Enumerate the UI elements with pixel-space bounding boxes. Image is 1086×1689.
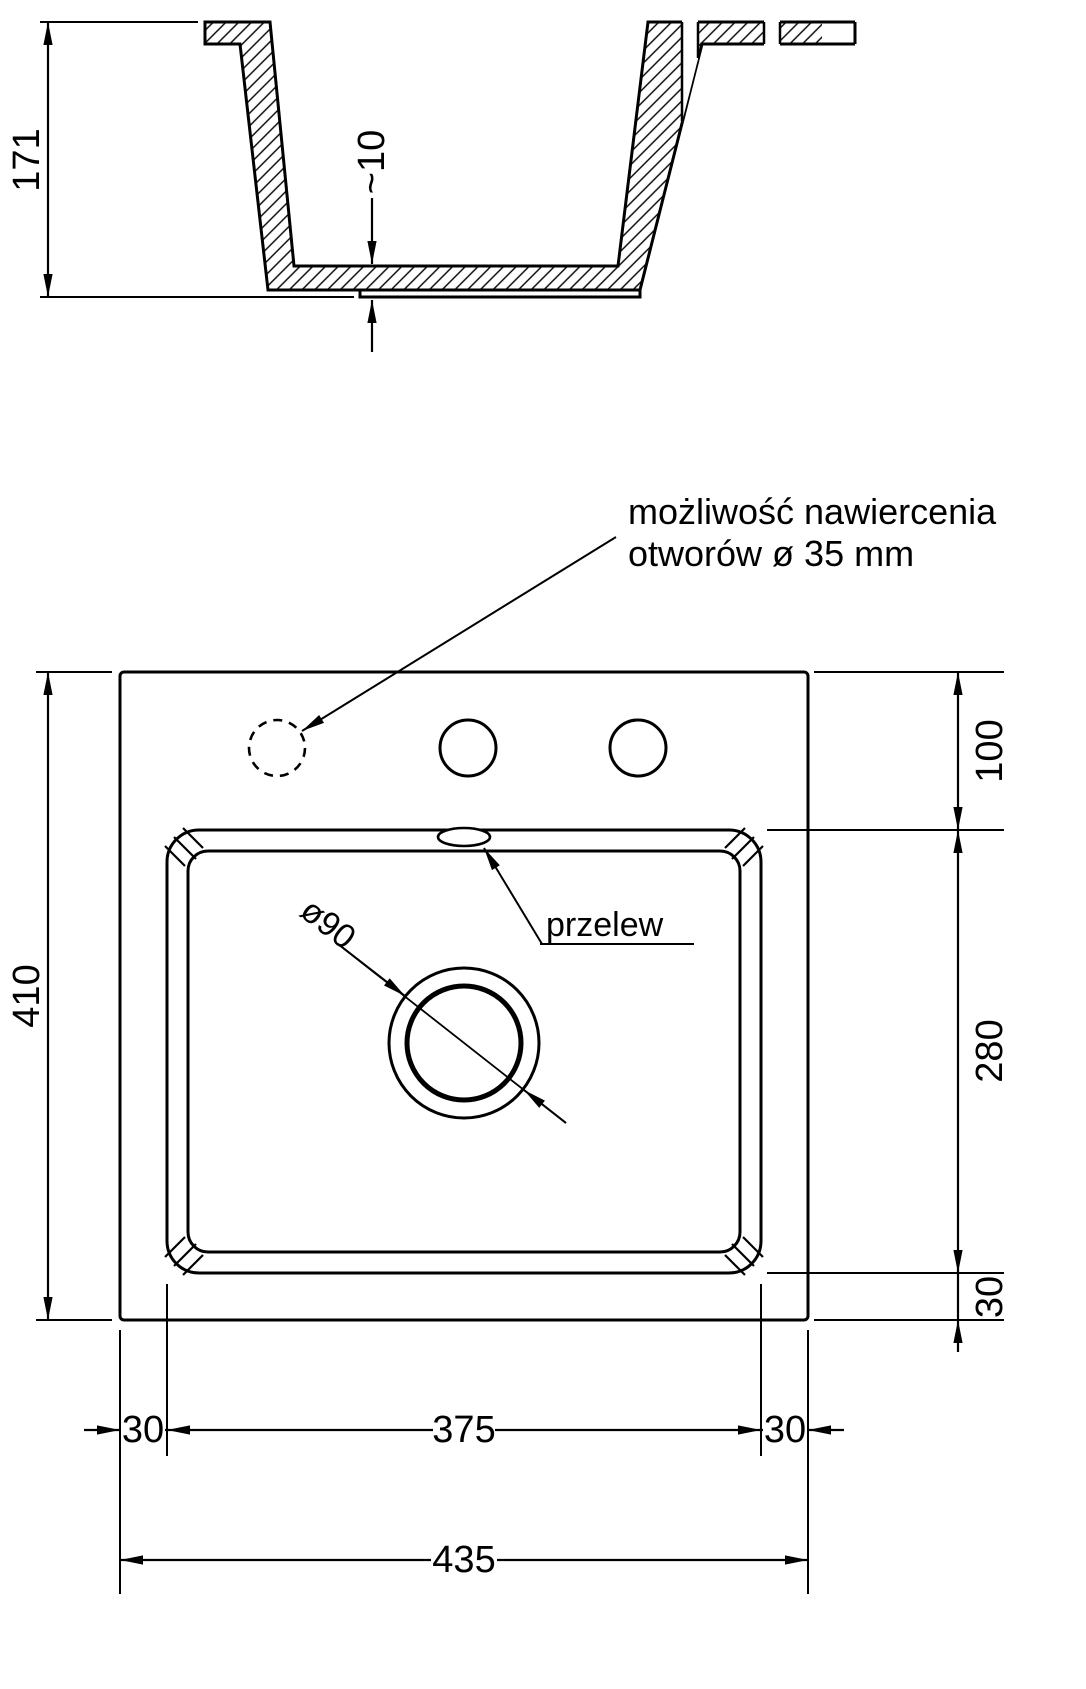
drill-note-line1: możliwość nawiercenia — [628, 491, 997, 532]
deck-hole-section-2 — [762, 19, 782, 46]
faucet-hole-2 — [608, 718, 668, 778]
dimension-label-basin-height: 280 — [969, 1019, 1011, 1082]
dimension-row-width-split: 30 375 30 — [84, 1284, 844, 1594]
dimension-label-bottom-margin: 30 — [969, 1276, 1011, 1318]
basin-inner-edge — [186, 849, 742, 1254]
sink-body-section — [203, 20, 857, 292]
drill-note-line2: otworów ø 35 mm — [628, 533, 914, 574]
dimension-label-height: 410 — [6, 964, 48, 1027]
overflow-callout: przelew — [483, 847, 694, 945]
dimension-bottom-thickness: ~10 — [351, 130, 393, 352]
basin-corner-ticks — [164, 827, 764, 1276]
deck-end-section — [822, 18, 860, 48]
overflow-slot — [436, 826, 492, 848]
dimension-label-right-margin: 30 — [764, 1409, 806, 1451]
dimension-label-deck-offset: 100 — [969, 719, 1011, 782]
dimension-depth-171: 171 — [6, 21, 354, 298]
top-view: ø90 przelew możliwość nawiercenia otworó… — [6, 491, 1011, 1594]
dimension-label-total-width: 435 — [432, 1539, 495, 1581]
dimension-label-depth: 171 — [6, 128, 48, 191]
dimension-height-410: 410 — [6, 671, 112, 1321]
dimension-row-total-width: 435 — [120, 1539, 808, 1581]
dimension-column-right: 100 280 30 — [767, 671, 1011, 1352]
dimension-label-bottom-thickness: ~10 — [351, 130, 393, 194]
overflow-label: przelew — [546, 906, 664, 944]
optional-hole-dashed — [247, 718, 307, 778]
deck-hole-section-1 — [680, 19, 700, 122]
drain-recess-step — [358, 288, 642, 299]
dimension-label-basin-width: 375 — [432, 1409, 495, 1451]
faucet-hole-1 — [438, 718, 498, 778]
cross-section-view: 171 ~10 — [6, 18, 860, 352]
drill-note: możliwość nawiercenia otworów ø 35 mm — [301, 491, 997, 732]
dimension-label-left-margin: 30 — [122, 1409, 164, 1451]
